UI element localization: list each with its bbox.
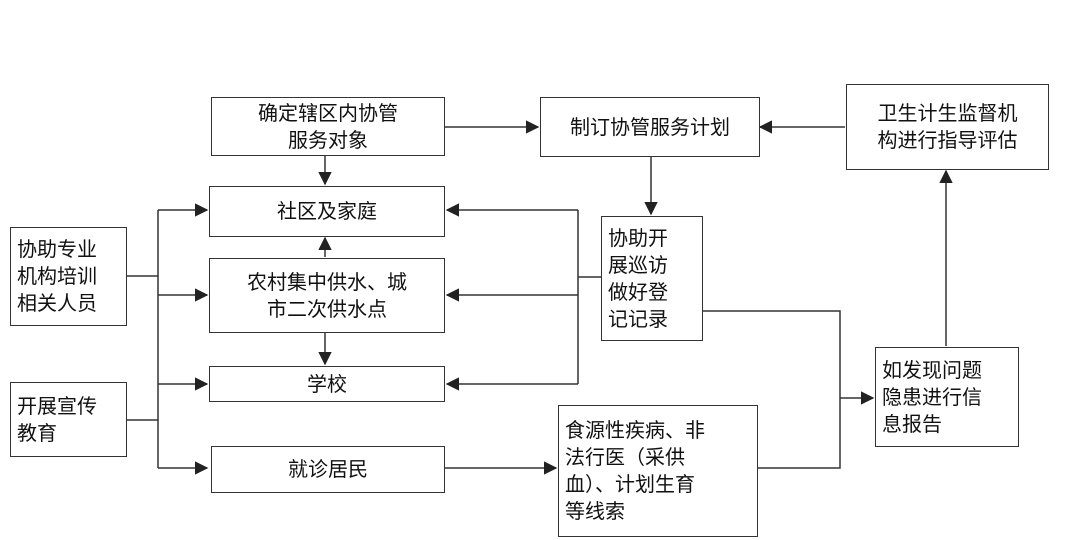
line-patrol-to-report [703,310,841,398]
node-assist-training: 协助专业 机构培训 相关人员 [10,227,127,326]
node-determine-targets: 确定辖区内协管 服务对象 [211,97,445,156]
line-clues-to-report [758,398,841,469]
node-community-family: 社区及家庭 [209,186,445,237]
node-water-supply: 农村集中供水、城 市二次供水点 [209,258,445,333]
node-supervision: 卫生计生监督机 构进行指导评估 [846,84,1049,170]
node-clues: 食源性疾病、非 法行医（采供 血）、计划生育 等线索 [558,405,758,537]
node-service-plan: 制订协管服务计划 [540,97,760,157]
node-report-issues: 如发现问题 隐患进行信 息报告 [875,347,1019,447]
node-school: 学校 [209,366,445,402]
node-patrol-register: 协助开 展巡访 做好登 记记录 [601,216,703,341]
node-publicity: 开展宣传 教育 [10,382,127,457]
node-residents: 就诊居民 [211,446,445,493]
